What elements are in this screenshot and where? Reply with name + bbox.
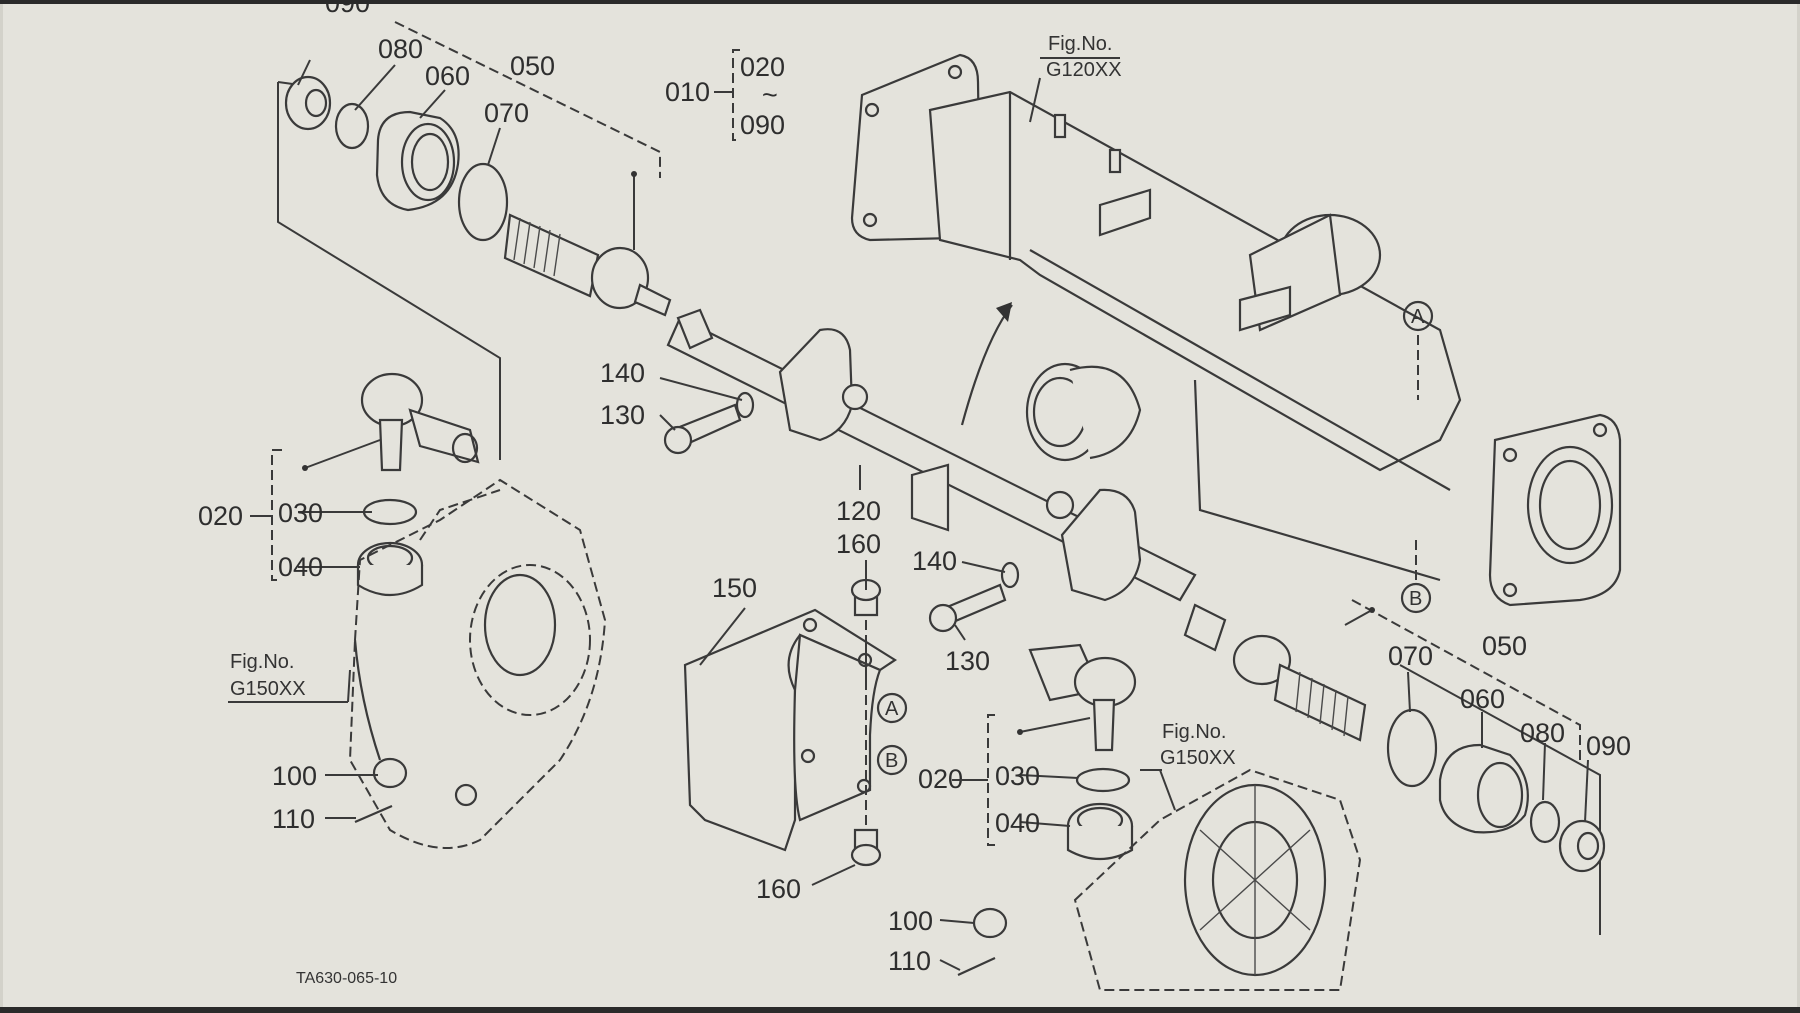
label-020-range-from: 020 xyxy=(740,52,785,82)
part-number-labels: 090 080 060 050 070 010 020 ~ 090 140 13… xyxy=(198,0,1631,976)
top-left-boot-group xyxy=(277,21,672,460)
label-100-right: 100 xyxy=(888,906,933,936)
label-080-top-left: 080 xyxy=(378,34,423,64)
label-030-right: 030 xyxy=(995,761,1040,791)
label-060-right: 060 xyxy=(1460,684,1505,714)
label-160-center-bottom: 160 xyxy=(756,874,801,904)
label-160-center-top: 160 xyxy=(836,529,881,559)
fig-label-top: Fig.No. xyxy=(1048,33,1112,55)
center-tie-rod xyxy=(666,308,1227,652)
label-050-right: 050 xyxy=(1482,631,1527,661)
label-080-right: 080 xyxy=(1520,718,1565,748)
bolts-left xyxy=(663,391,755,455)
right-boot-group xyxy=(1232,599,1606,935)
label-050-top-left: 050 xyxy=(510,51,555,81)
figure-references: Fig.No. G120XX Fig.No. G150XX Fig.No. G1… xyxy=(230,33,1236,769)
fig-number-left: G150XX xyxy=(230,678,306,700)
marker-b-bracket: B xyxy=(876,744,908,776)
cover-150 xyxy=(683,560,898,867)
label-060-top-left: 060 xyxy=(425,61,470,91)
marker-b-bracket-text: B xyxy=(885,750,898,772)
frame-bottom-edge xyxy=(0,1007,1800,1013)
label-range-tilde: ~ xyxy=(762,80,778,110)
label-150-center: 150 xyxy=(712,573,757,603)
marker-b-upper: B xyxy=(1400,582,1432,614)
marker-a-upper-text: A xyxy=(1411,306,1425,328)
marker-a-upper: A xyxy=(1402,300,1434,332)
right-knuckle-group xyxy=(957,643,1362,991)
label-130-left: 130 xyxy=(600,400,645,430)
label-070-right: 070 xyxy=(1388,641,1433,671)
label-070-top-left: 070 xyxy=(484,98,529,128)
range-bracket xyxy=(714,49,740,141)
fig-number-top: G120XX xyxy=(1046,59,1122,81)
left-knuckle-group xyxy=(271,372,607,849)
leader-lines xyxy=(228,57,1589,971)
marker-a-bracket: A xyxy=(876,692,908,724)
label-030-left: 030 xyxy=(278,498,323,528)
axle-housing xyxy=(850,53,1622,607)
fig-label-left: Fig.No. xyxy=(230,651,294,673)
bolts-right xyxy=(928,561,1020,633)
label-020-left: 020 xyxy=(198,501,243,531)
label-130-right: 130 xyxy=(945,646,990,676)
label-100-left: 100 xyxy=(272,761,317,791)
drawing-code: TA630-065-10 xyxy=(296,970,397,987)
marker-b-upper-text: B xyxy=(1409,588,1422,610)
label-010-assembly: 010 xyxy=(665,77,710,107)
label-110-left: 110 xyxy=(272,804,315,834)
label-140-right: 140 xyxy=(912,546,957,576)
frame-top-edge xyxy=(0,0,1800,4)
label-090-range-to: 090 xyxy=(740,110,785,140)
label-140-left: 140 xyxy=(600,358,645,388)
label-090-top-left: 090 xyxy=(325,0,370,18)
label-120-center: 120 xyxy=(836,496,881,526)
marker-lines xyxy=(865,335,1419,680)
label-040-left: 040 xyxy=(278,552,323,582)
fig-label-right: Fig.No. xyxy=(1162,721,1226,743)
label-110-right: 110 xyxy=(888,946,931,976)
label-040-right: 040 xyxy=(995,808,1040,838)
fig-number-right: G150XX xyxy=(1160,747,1236,769)
marker-a-bracket-text: A xyxy=(885,698,899,720)
label-090-right: 090 xyxy=(1586,731,1631,761)
